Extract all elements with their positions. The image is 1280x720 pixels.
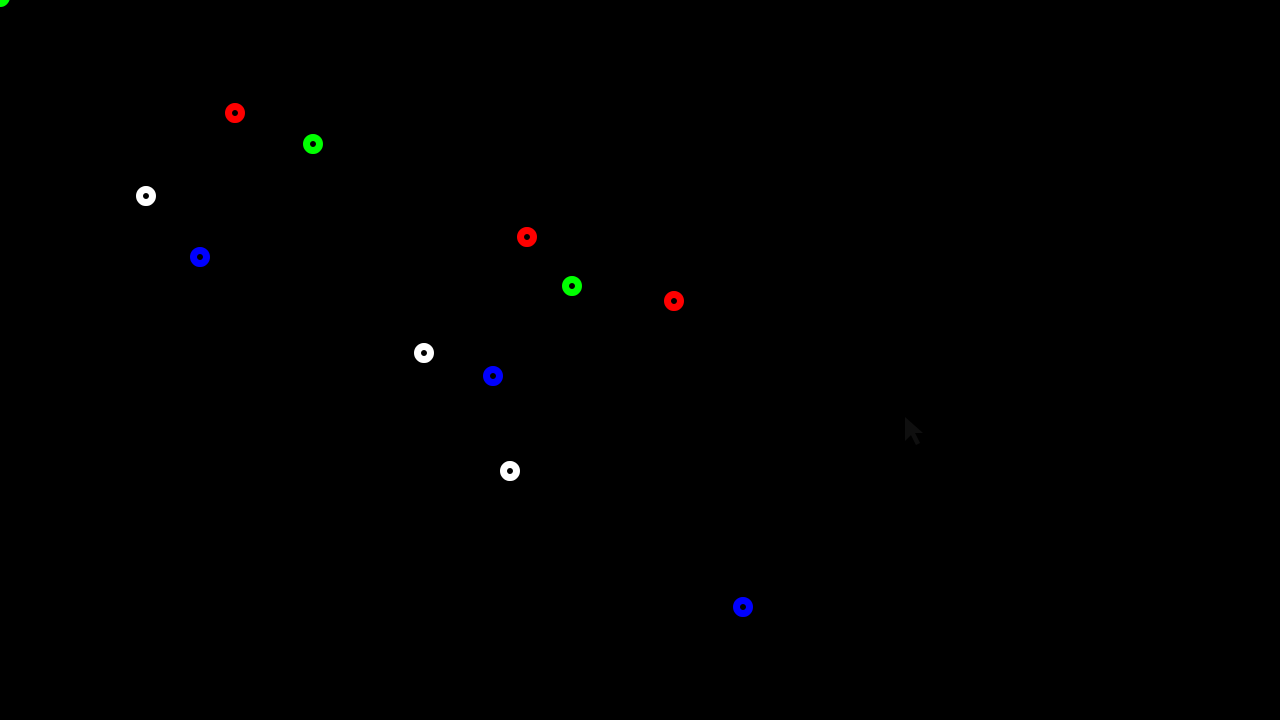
target-dot-blue[interactable] — [483, 366, 503, 386]
faint-cursor-icon — [905, 417, 923, 445]
target-dot-green[interactable] — [0, 0, 10, 7]
target-dot-green[interactable] — [562, 276, 582, 296]
target-dot-white[interactable] — [500, 461, 520, 481]
target-dot-blue[interactable] — [733, 597, 753, 617]
target-dot-green[interactable] — [303, 134, 323, 154]
target-dot-blue[interactable] — [190, 247, 210, 267]
target-dot-red[interactable] — [664, 291, 684, 311]
target-dot-white[interactable] — [414, 343, 434, 363]
target-dot-white[interactable] — [136, 186, 156, 206]
target-dot-red[interactable] — [225, 103, 245, 123]
target-dot-red[interactable] — [517, 227, 537, 247]
